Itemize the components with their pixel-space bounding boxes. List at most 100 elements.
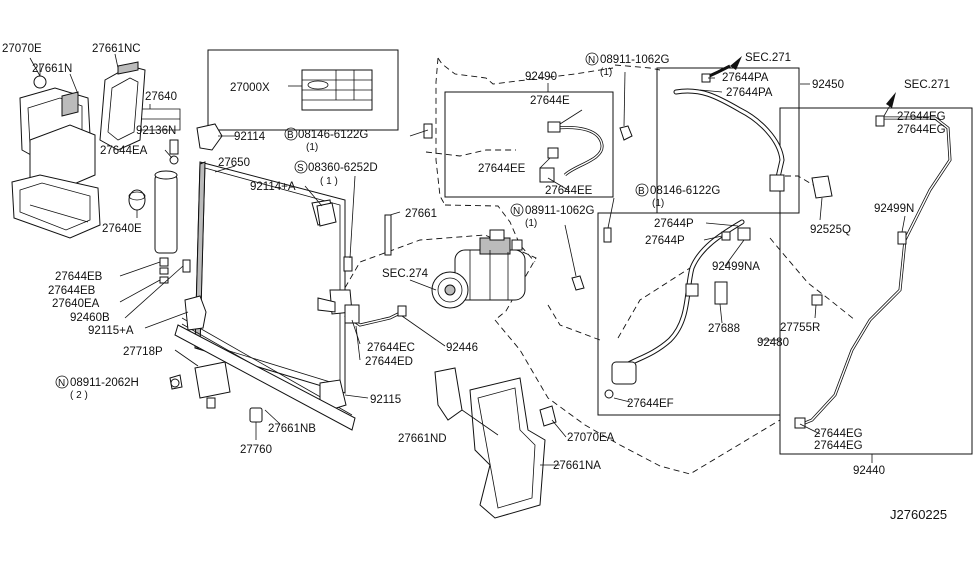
label-92440: 92440	[853, 465, 885, 477]
label-sec274: SEC.274	[382, 268, 429, 280]
label-27661na: 27661NA	[553, 460, 601, 472]
pipe-92440-box	[779, 107, 973, 455]
bracket-92525q	[811, 175, 833, 199]
svg-text:(1): (1)	[600, 67, 612, 78]
svg-text:( 2 ): ( 2 )	[70, 390, 88, 401]
compressor	[431, 229, 526, 309]
diagram-id: J2760225	[890, 507, 947, 522]
label-27661: 27661	[405, 208, 437, 220]
label-27640e: 27640E	[102, 223, 142, 235]
label-92450: 92450	[812, 79, 844, 91]
label-92460b: 92460B	[70, 312, 110, 324]
label-27644pa-1: 27644PA	[722, 72, 769, 84]
svg-text:B: B	[638, 186, 645, 197]
label-27640: 27640	[145, 91, 177, 103]
svg-text:N: N	[588, 55, 595, 66]
label-27661n: 27661N	[32, 63, 72, 75]
label-92114: 92114	[234, 131, 266, 143]
svg-text:08146-6122G: 08146-6122G	[650, 185, 720, 197]
svg-text:08911-1062G: 08911-1062G	[600, 54, 670, 66]
label-08360-6252d: S 08360-6252D ( 1 )	[294, 160, 378, 187]
hose-92480-box	[597, 212, 781, 416]
svg-text:08911-1062G: 08911-1062G	[525, 205, 595, 217]
label-27661nd: 27661ND	[398, 433, 447, 445]
air-guide-27661n	[11, 87, 101, 239]
svg-text:(1): (1)	[525, 218, 537, 229]
label-27650: 27650	[218, 157, 250, 169]
svg-text:B: B	[287, 130, 294, 141]
label-92499na: 92499NA	[712, 261, 760, 273]
hose-92480	[604, 219, 751, 399]
pipe-92446	[344, 304, 407, 327]
label-92114a: 92114+A	[250, 181, 296, 193]
label-92115: 92115	[370, 394, 401, 406]
sensor-27718p	[169, 361, 231, 409]
svg-text:( 1 ): ( 1 )	[320, 176, 338, 187]
label-27644eb-1: 27644EB	[55, 271, 103, 283]
label-27644p-1: 27644P	[654, 218, 694, 230]
label-27661nc: 27661NC	[92, 43, 141, 55]
leader-lines	[29, 53, 906, 466]
bracket-92114	[196, 123, 223, 151]
label-sec271-b: SEC.271	[904, 79, 950, 91]
label-plate-27000x	[288, 69, 373, 111]
hose-92490-box	[444, 91, 614, 198]
label-27718p: 27718P	[123, 346, 163, 358]
label-92499n: 92499N	[874, 203, 914, 215]
dashed-boundaries	[334, 57, 856, 475]
label-27070e: 27070E	[2, 43, 42, 55]
symbol-n: N	[58, 378, 65, 389]
label-27640ea: 27640EA	[52, 298, 100, 310]
label-08146-6122g-b: B 08146-6122G (1)	[635, 183, 720, 209]
label-27688: 27688	[708, 323, 740, 335]
svg-text:08146-6122G: 08146-6122G	[298, 129, 368, 141]
clip-27760	[249, 407, 263, 423]
svg-text:S: S	[297, 163, 304, 174]
label-27070ea: 27070EA	[567, 432, 615, 444]
bracket-27661nd	[434, 367, 463, 421]
label-27644ec: 27644EC	[367, 342, 415, 354]
hose-92450	[673, 64, 785, 192]
label-27644ee-1: 27644EE	[478, 163, 526, 175]
label-27644ee-2: 27644EE	[545, 185, 593, 197]
group-boxes	[132, 49, 973, 455]
svg-text:(1): (1)	[652, 198, 664, 209]
label-plate-box	[207, 49, 399, 131]
label-27644eg-2: 27644EG	[897, 124, 946, 136]
label-92525q: 92525Q	[810, 224, 851, 236]
label-27644ed: 27644ED	[365, 356, 413, 368]
label-27760: 27760	[240, 444, 272, 456]
air-guide-27661nc	[99, 61, 146, 151]
svg-text:08911-2062H: 08911-2062H	[70, 377, 139, 389]
label-27661nb: 27661NB	[268, 423, 316, 435]
label-sec271-a: SEC.271	[745, 52, 791, 64]
receiver-dryer-27640	[128, 139, 179, 284]
label-92490: 92490	[525, 71, 557, 83]
condenser-27650	[181, 161, 353, 421]
label-27644eb-2: 27644EB	[48, 285, 96, 297]
label-08911-1062g-a: N 08911-1062G (1)	[585, 52, 670, 78]
sec271-arrows	[730, 56, 896, 117]
label-27000x: 27000X	[230, 82, 270, 94]
label-27755r: 27755R	[780, 322, 820, 334]
label-92446: 92446	[446, 342, 478, 354]
svg-text:N: N	[513, 206, 520, 217]
label-08911-1062g-b: N 08911-1062G (1)	[510, 203, 595, 229]
label-08911-2062h: N 08911-2062H ( 2 )	[55, 375, 139, 401]
label-27644pa-2: 27644PA	[726, 87, 773, 99]
label-27644p-2: 27644P	[645, 235, 685, 247]
svg-text:(1): (1)	[306, 142, 318, 153]
label-27644ef: 27644EF	[627, 398, 674, 410]
svg-text:08360-6252D: 08360-6252D	[308, 162, 378, 174]
label-27644ea: 27644EA	[100, 145, 148, 157]
pipe-92440	[794, 115, 952, 429]
seal-27661nb	[174, 324, 356, 431]
label-27644eg-3: 27644EG	[814, 428, 863, 440]
shroud-27661na	[469, 377, 557, 519]
bracket-92114a	[316, 202, 337, 227]
part-labels: 27070E 27661NC 27661N 27640 92136N 27644…	[2, 43, 950, 522]
label-92480: 92480	[757, 337, 789, 349]
fasteners	[170, 123, 633, 388]
